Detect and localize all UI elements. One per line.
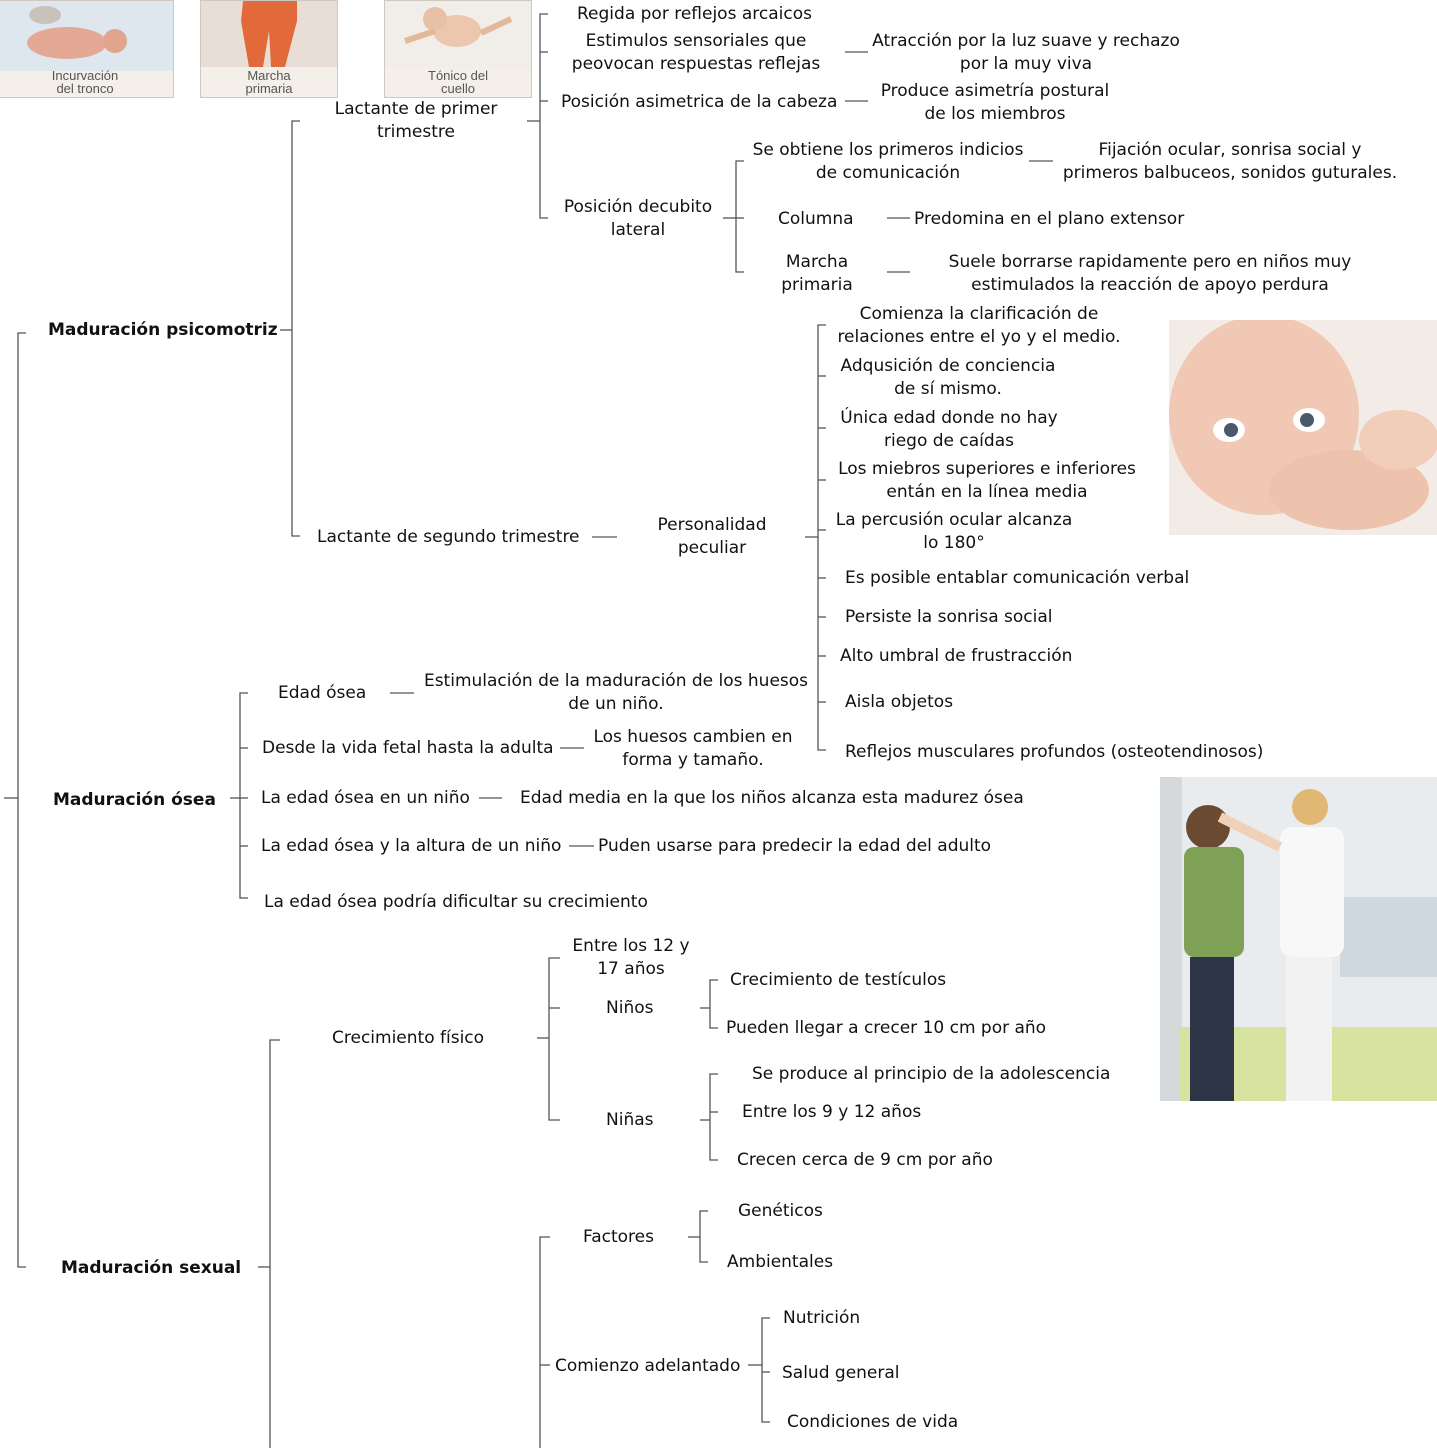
thumb-caption: Marcha primaria [245,68,293,96]
node-vida-fetal: Desde la vida fetal hasta la adulta [262,738,554,758]
node-personalidad-item: La percusión ocular alcanza lo 180° [835,510,1073,553]
node-ninas-item: Se produce al principio de la adolescenc… [752,1064,1111,1084]
node-estimulos-sensoriales: Estimulos sensoriales que peovocan respu… [571,31,821,74]
node-personalidad-item: Es posible entablar comunicación verbal [845,568,1190,588]
node-personalidad-item: Reflejos musculares profundos (osteotend… [845,742,1264,762]
infant-trunk-icon [0,1,173,71]
node-columna: Columna [778,209,854,229]
node-personalidad-item: Persiste la sonrisa social [845,607,1053,627]
node-personalidad-item: Única edad donde no hay riego de caídas [840,408,1058,451]
node-factores-item: Genéticos [738,1201,823,1221]
node-edad-osea-nino: La edad ósea en un niño [261,788,470,808]
node-predecir-edad: Puden usarse para predecir la edad del a… [598,836,992,856]
node-ninas-item: Entre los 9 y 12 años [742,1102,922,1122]
node-asimetria-postural: Produce asimetría postural de los miembr… [880,81,1110,124]
thumb-caption: Incurvación del tronco [51,68,119,96]
node-personalidad-item: Adqusición de conciencia de sí mismo. [840,356,1056,399]
node-reflejos-arcaicos: Regida por reflejos arcaicos [577,4,812,24]
node-marcha-primaria: Marcha primaria [781,252,853,295]
node-ninos-item: Pueden llegar a crecer 10 cm por año [726,1018,1047,1038]
node-maduracion-sexual: Maduración sexual [61,1258,242,1278]
node-adelantado-item: Condiciones de vida [787,1412,959,1432]
node-personalidad-item: Alto umbral de frustracción [840,646,1073,666]
node-fijacion-ocular: Fijación ocular, sonrisa social y primer… [1062,140,1398,183]
node-estimulacion-huesos: Estimulación de la maduración de los hue… [423,671,809,714]
node-ninas: Niñas [606,1110,654,1130]
baby-photo-icon [1169,320,1437,535]
nurse-photo-icon [1160,777,1437,1101]
node-ninos-item: Crecimiento de testículos [730,970,947,990]
node-posicion-asimetrica: Posición asimetrica de la cabeza [561,92,838,112]
node-factores-item: Ambientales [727,1252,834,1272]
node-personalidad-peculiar: Personalidad peculiar [657,515,767,558]
node-huesos-cambien: Los huesos cambien en forma y tamaño. [593,727,793,770]
node-crecimiento-fisico: Crecimiento físico [332,1028,485,1048]
node-edad-osea: Edad ósea [278,683,367,703]
node-personalidad-item: Los miebros superiores e inferiores entá… [838,459,1136,502]
infant-trunk-photo: Incurvación del tronco [0,0,174,98]
node-atraccion-luz: Atracción por la luz suave y rechazo por… [872,31,1180,74]
node-indicios-comunicacion: Se obtiene los primeros indicios de comu… [752,140,1024,183]
nurse-measuring-boy-photo [1160,777,1437,1101]
node-comienzo-adelantado: Comienzo adelantado [555,1356,741,1376]
node-personalidad-item: Aisla objetos [845,692,954,712]
node-entre-12-17: Entre los 12 y 17 años [572,936,690,979]
baby-neck-icon [385,1,531,67]
node-edad-osea-altura: La edad ósea y la altura de un niño [261,836,562,856]
thumb-caption: Tónico del cuello [428,68,488,96]
node-maduracion-psicomotriz: Maduración psicomotriz [48,320,278,340]
node-ninos: Niños [606,998,654,1018]
node-lactante-primer-trimestre: Lactante de primer trimestre [334,99,498,142]
node-personalidad-item: Comienza la clarificación de relaciones … [837,304,1121,347]
legs-walking-icon [201,1,337,67]
node-reaccion-apoyo: Suele borrarse rapidamente pero en niños… [948,252,1352,295]
node-ninas-item: Crecen cerca de 9 cm por año [737,1150,993,1170]
node-adelantado-item: Nutrición [783,1308,861,1328]
node-dificultar-crecimiento: La edad ósea podría dificultar su crecim… [264,892,648,912]
node-lactante-segundo-trimestre: Lactante de segundo trimestre [317,527,580,547]
node-adelantado-item: Salud general [782,1363,900,1383]
node-maduracion-osea: Maduración ósea [53,790,216,810]
node-edad-media: Edad media en la que los niños alcanza e… [520,788,1024,808]
node-plano-extensor: Predomina en el plano extensor [914,209,1185,229]
baby-neck-reflex-photo: Tónico del cuello [384,0,532,98]
baby-sucking-foot-photo [1169,320,1437,535]
node-decubito-lateral: Posición decubito lateral [563,197,713,240]
legs-walking-photo: Marcha primaria [200,0,338,98]
node-factores: Factores [583,1227,654,1247]
